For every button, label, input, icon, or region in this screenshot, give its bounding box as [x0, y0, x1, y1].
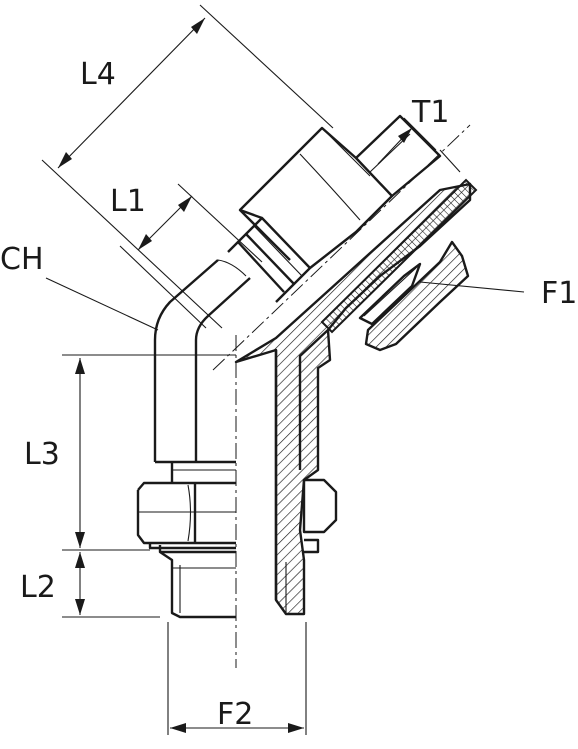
- dimension-l1: [119, 183, 263, 329]
- dimension-l4: [41, 4, 334, 329]
- bottom-thread-stud: [158, 545, 236, 619]
- label-l2: L2: [20, 570, 56, 605]
- label-ch: CH: [0, 242, 44, 277]
- label-f2: F2: [217, 697, 253, 732]
- label-l4: L4: [80, 57, 116, 92]
- label-t1: T1: [411, 95, 449, 130]
- dimension-f2: [167, 622, 307, 735]
- o-ring-seal: [302, 478, 338, 534]
- dimension-l3: [62, 354, 236, 548]
- elbow-shell: [153, 259, 251, 464]
- ch-leader: [45, 277, 159, 331]
- hex-body: [136, 481, 236, 550]
- dimension-l2: [62, 549, 160, 618]
- dimension-t1: [377, 117, 461, 173]
- angled-centerline: [212, 124, 471, 371]
- label-l3: L3: [24, 437, 60, 472]
- f1-leader: [419, 281, 525, 293]
- neck-left: [170, 461, 236, 483]
- label-f1: F1: [541, 276, 577, 311]
- label-l1: L1: [110, 184, 146, 219]
- section-body: [234, 178, 478, 616]
- angled-nut-exterior: [227, 114, 442, 303]
